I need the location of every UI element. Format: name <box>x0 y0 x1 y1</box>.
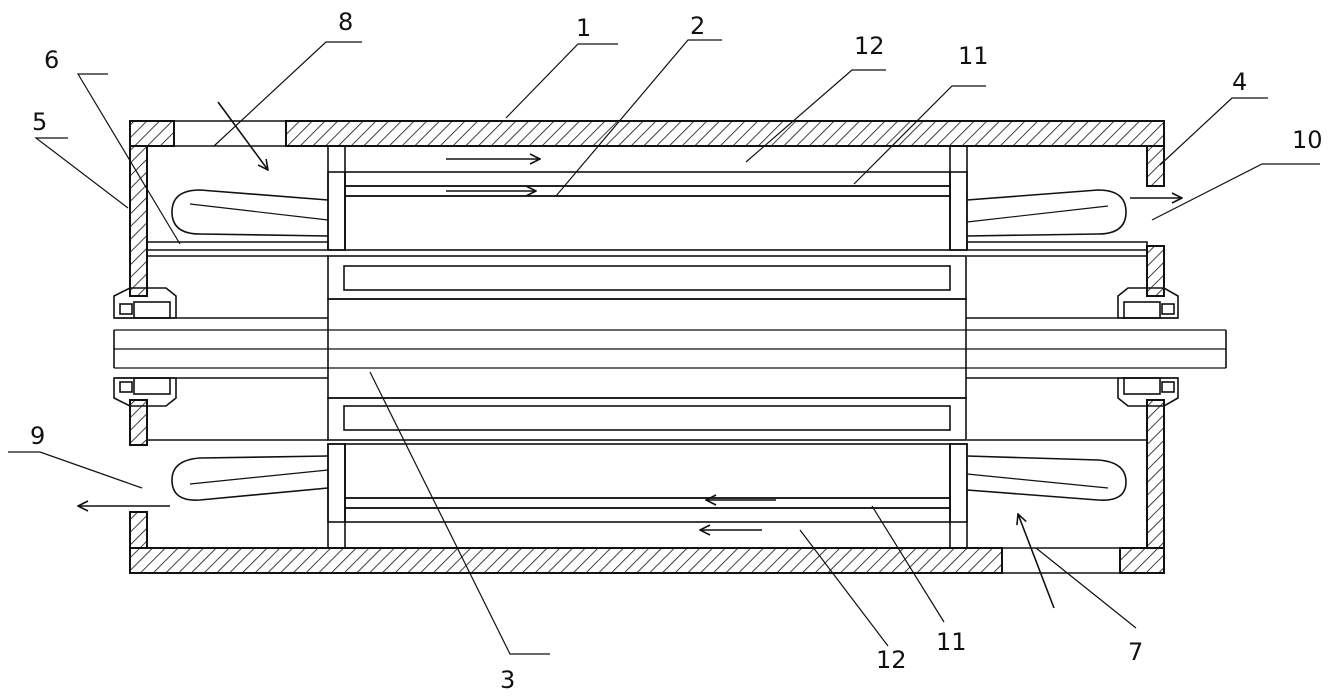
left-bearing <box>114 288 176 406</box>
rotor-winding <box>328 256 966 440</box>
stator <box>328 146 967 548</box>
label-11-bottom: 11 <box>936 628 967 656</box>
label-2: 2 <box>690 12 705 40</box>
label-12-bottom: 12 <box>876 646 907 674</box>
label-12-top: 12 <box>854 32 885 60</box>
label-9: 9 <box>30 422 45 450</box>
end-windings <box>172 190 1126 500</box>
right-bearing <box>1118 288 1178 406</box>
label-6: 6 <box>44 46 59 74</box>
label-7: 7 <box>1128 638 1143 666</box>
label-10: 10 <box>1292 126 1323 154</box>
label-1: 1 <box>576 14 591 42</box>
label-8: 8 <box>338 8 353 36</box>
label-3: 3 <box>500 666 515 694</box>
baffle-plates <box>147 242 1147 440</box>
shaft <box>114 299 1226 398</box>
housing <box>130 121 1164 573</box>
airflow-arrows <box>78 102 1182 608</box>
label-11-top: 11 <box>958 42 989 70</box>
label-4: 4 <box>1232 68 1247 96</box>
label-5: 5 <box>32 108 47 136</box>
